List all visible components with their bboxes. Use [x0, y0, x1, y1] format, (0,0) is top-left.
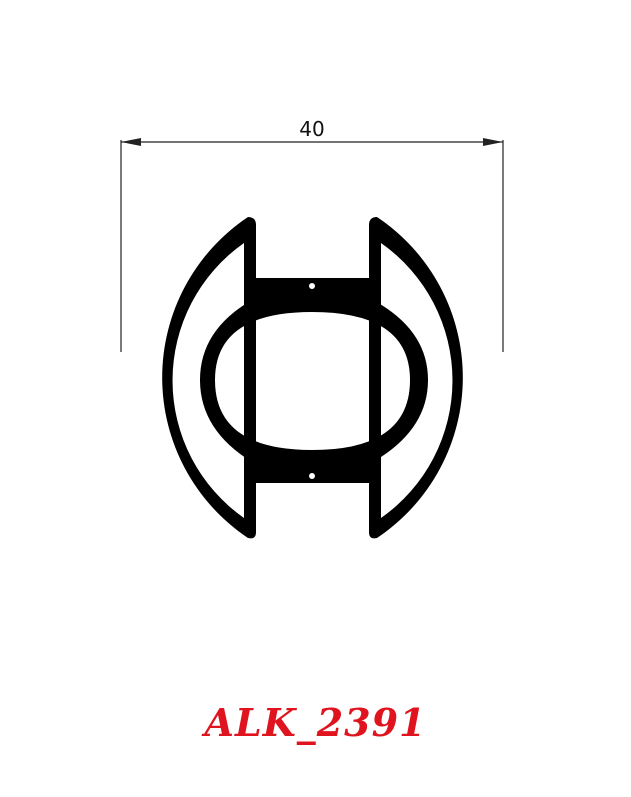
dimension-arrow-right: [483, 138, 503, 146]
dimension-label: 40: [299, 117, 324, 141]
dimension-annotation: 40: [120, 117, 504, 352]
right-crescent-wall: [369, 217, 463, 539]
central-tube: [200, 278, 428, 483]
left-crescent-wall: [162, 217, 256, 539]
dimension-arrow-left: [121, 138, 141, 146]
aluminium-profile: [162, 217, 463, 539]
top-web-notch: [309, 283, 315, 289]
bottom-web-notch: [309, 473, 315, 479]
profile-code-label: ALK_2391: [204, 700, 427, 745]
